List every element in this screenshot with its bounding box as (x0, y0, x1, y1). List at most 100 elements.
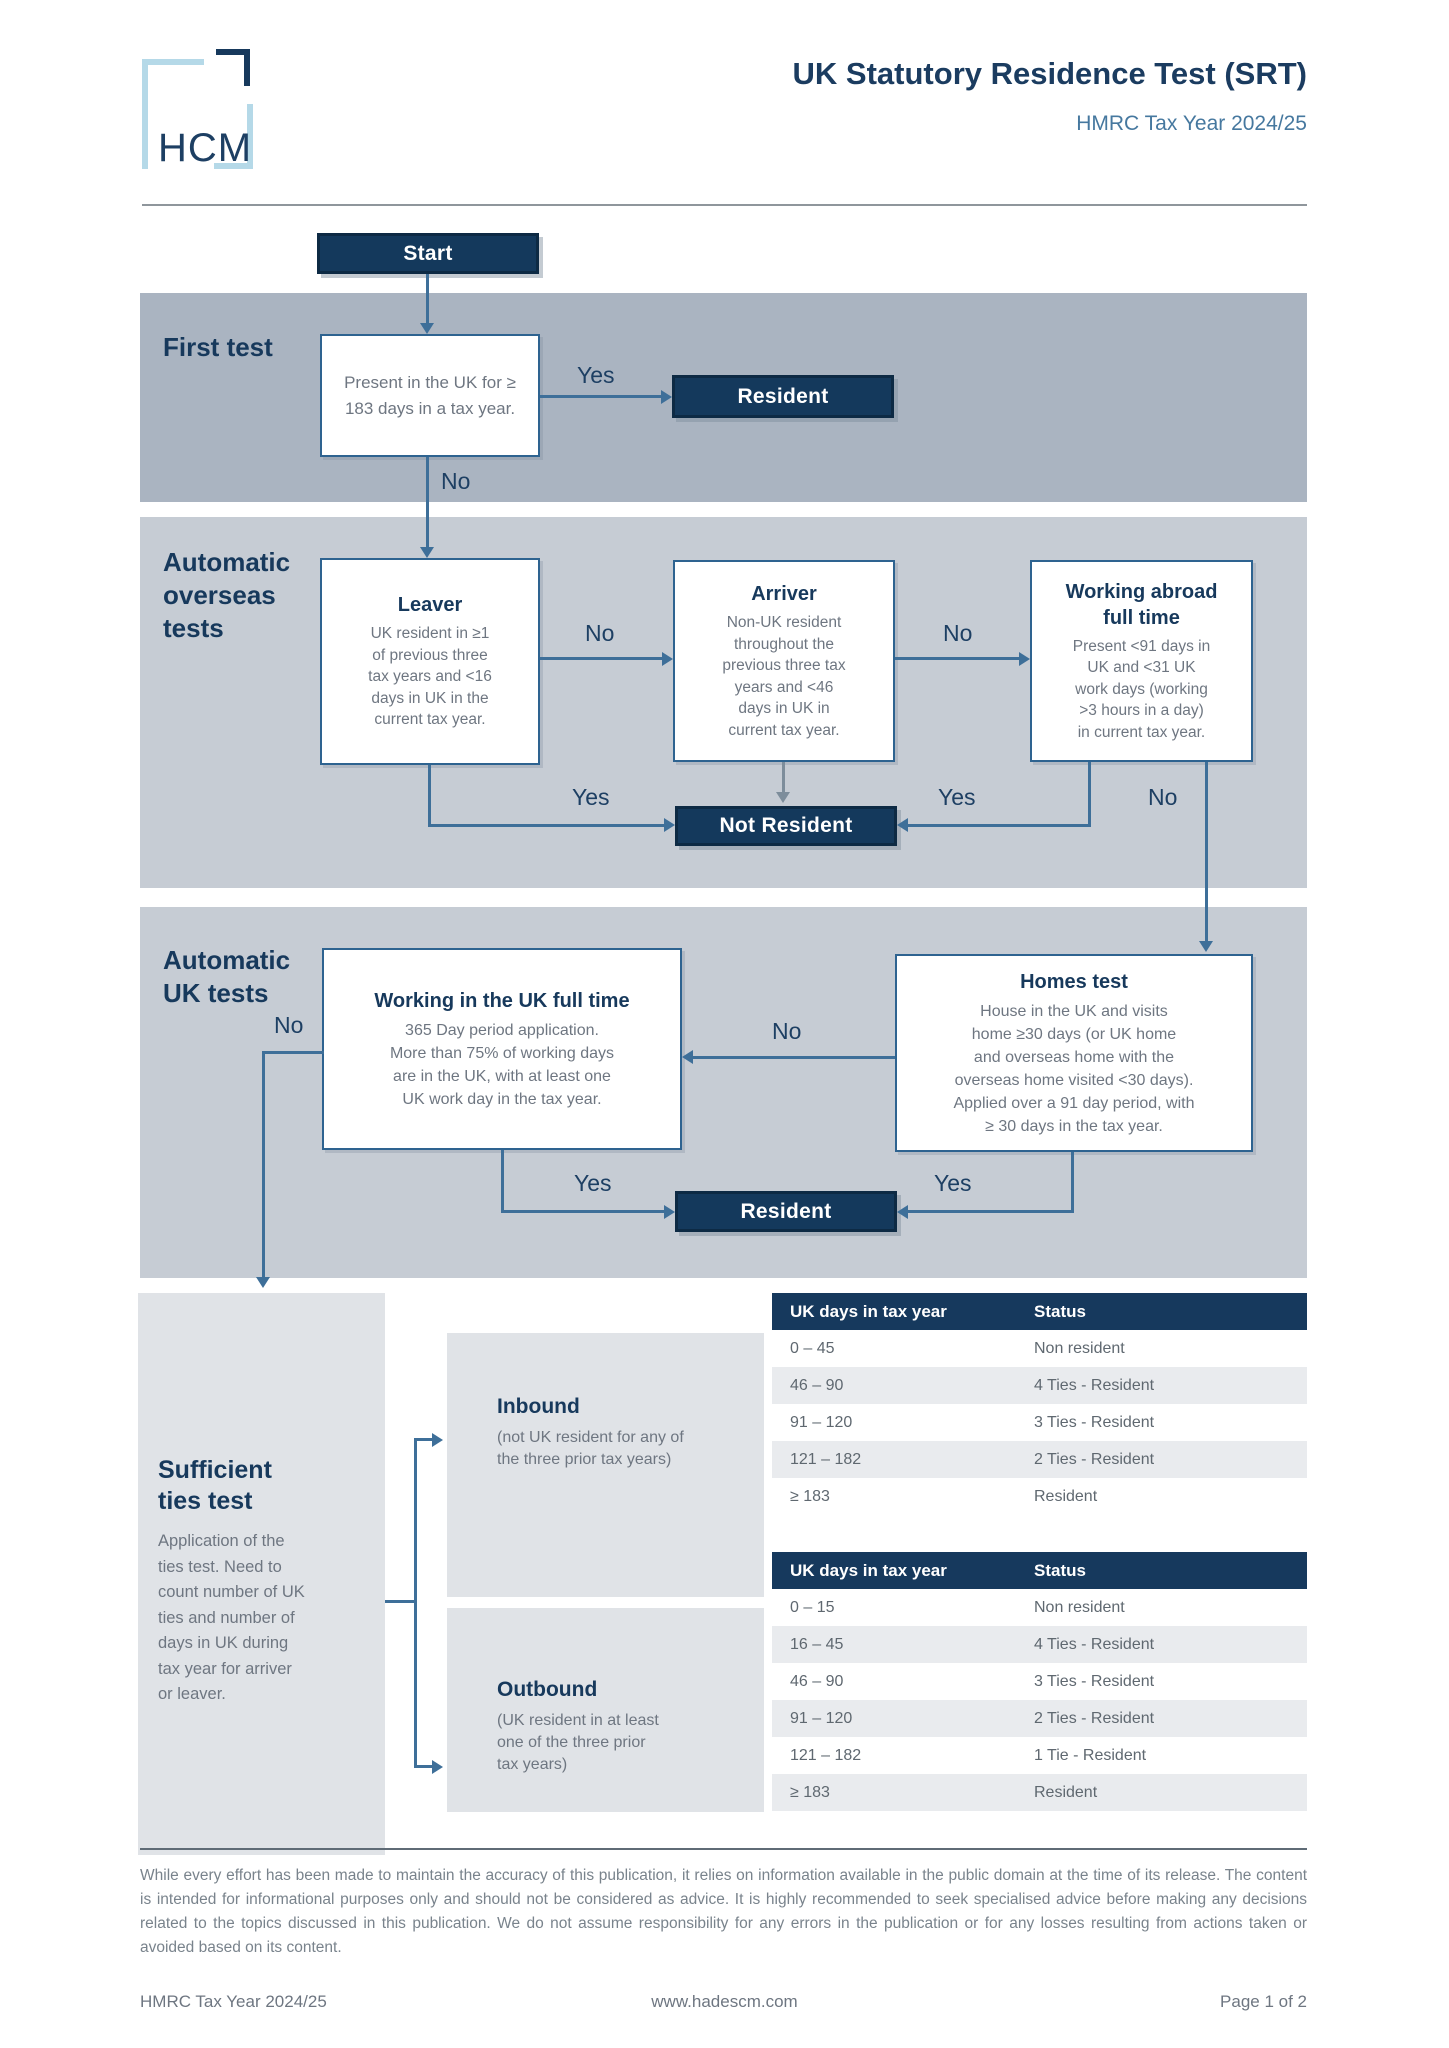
flow-line (428, 765, 431, 827)
flow-line (540, 657, 665, 660)
disclaimer-text: While every effort has been made to main… (140, 1867, 1307, 1956)
not-resident-terminal: Not Resident (675, 806, 897, 846)
flow-line (1088, 762, 1091, 826)
column-header-status: Status (1016, 1552, 1307, 1589)
footer-page-number: Page 1 of 2 (1220, 1992, 1307, 2011)
working-abroad-title: Working abroad full time (1065, 580, 1218, 629)
working-abroad-text: Present <91 days in UK and <31 UK work d… (1072, 637, 1211, 741)
arrowhead-left (682, 1050, 693, 1064)
resident-terminal-mid: Resident (675, 1191, 897, 1232)
arriver-node: Arriver Non-UK resident throughout the p… (673, 560, 895, 762)
sufficient-ties-title: Sufficient ties test (158, 1456, 272, 1515)
page-title: UK Statutory Residence Test (SRT) (792, 56, 1307, 91)
section-label-uk-tests: Automatic UK tests (163, 945, 291, 1008)
table-cell: 91 – 120 (772, 1700, 1016, 1737)
table-cell: ≥ 183 (772, 1478, 1016, 1515)
outbound-box: Outbound (UK resident in at least one of… (447, 1608, 764, 1812)
flow-line (1205, 762, 1208, 943)
arrowhead-down (420, 323, 434, 334)
homes-test-text: House in the UK and visits home ≥30 days… (953, 1002, 1195, 1135)
hcm-logo-icon (142, 49, 253, 169)
edge-label-yes: Yes (577, 362, 615, 388)
present-183-days-text: Present in the UK for ≥ 183 days in a ta… (344, 372, 516, 418)
table-cell: 1 Tie - Resident (1016, 1737, 1307, 1774)
flow-line (895, 657, 1022, 660)
table-cell: 121 – 182 (772, 1441, 1016, 1478)
flow-line (262, 1051, 324, 1054)
column-header-status: Status (1016, 1293, 1307, 1330)
header-divider (142, 204, 1307, 206)
arrowhead-right (662, 652, 673, 666)
arriver-title: Arriver (751, 583, 817, 605)
arrowhead-right (1019, 652, 1030, 666)
table-cell: 0 – 15 (772, 1589, 1016, 1626)
table-cell: 121 – 182 (772, 1737, 1016, 1774)
present-183-days-node: Present in the UK for ≥ 183 days in a ta… (320, 334, 540, 457)
footer-website: www.hadescm.com (651, 1992, 798, 2011)
table-cell: 46 – 90 (772, 1663, 1016, 1700)
column-header-days: UK days in tax year (772, 1293, 1016, 1330)
edge-label-yes: Yes (934, 1170, 972, 1196)
section-label-overseas-tests: Automatic overseas tests (163, 547, 291, 643)
arrowhead-right (432, 1760, 443, 1774)
flow-line (782, 762, 785, 794)
outbound-note: (UK resident in at least one of the thre… (497, 1712, 659, 1773)
arrowhead-right (661, 390, 672, 404)
leaver-title: Leaver (397, 594, 463, 617)
flow-line (414, 1438, 417, 1768)
logo-text: HCM (158, 126, 253, 170)
table-cell: Resident (1016, 1478, 1307, 1515)
table-header-row: UK days in tax year Status (772, 1552, 1307, 1589)
arrowhead-right (664, 1205, 675, 1219)
table-cell: 3 Ties - Resident (1016, 1404, 1307, 1441)
working-in-uk-text: 365 Day period application. More than 75… (389, 1021, 615, 1108)
arrowhead-down (256, 1277, 270, 1288)
edge-label-yes: Yes (938, 784, 976, 810)
sufficient-ties-panel: Sufficient ties test Application of the … (138, 1293, 385, 1855)
flow-line (414, 1765, 436, 1768)
working-abroad-node: Working abroad full time Present <91 day… (1030, 560, 1253, 762)
flow-line (501, 1150, 504, 1212)
edge-label-yes: Yes (574, 1170, 612, 1196)
flow-line (906, 1210, 1074, 1213)
flow-line (385, 1600, 416, 1603)
table-cell: 46 – 90 (772, 1367, 1016, 1404)
inbound-title: Inbound (497, 1395, 580, 1418)
outbound-title: Outbound (497, 1678, 598, 1701)
arriver-text: Non-UK resident throughout the previous … (722, 614, 846, 739)
arrowhead-right (432, 1433, 443, 1447)
working-in-uk-node: Working in the UK full time 365 Day peri… (322, 948, 682, 1150)
working-in-uk-title: Working in the UK full time (374, 989, 630, 1012)
flow-line (906, 824, 1091, 827)
table-cell: 0 – 45 (772, 1330, 1016, 1367)
arrowhead-right (664, 818, 675, 832)
page-subtitle: HMRC Tax Year 2024/25 (1076, 112, 1307, 135)
table-cell: ≥ 183 (772, 1774, 1016, 1811)
leaver-node: Leaver UK resident in ≥1 of previous thr… (320, 558, 540, 765)
table-cell: Resident (1016, 1774, 1307, 1811)
arrowhead-down (420, 547, 434, 558)
inbound-box: Inbound (not UK resident for any of the … (447, 1333, 764, 1597)
table-cell: 4 Ties - Resident (1016, 1367, 1307, 1404)
table-cell: 16 – 45 (772, 1626, 1016, 1663)
edge-label-no: No (441, 468, 471, 494)
section-label-first-test: First test (163, 332, 273, 362)
flow-line (426, 274, 429, 326)
flow-line (1071, 1152, 1074, 1212)
table-cell: 4 Ties - Resident (1016, 1626, 1307, 1663)
homes-test-title: Homes test (1020, 970, 1128, 993)
table-cell: 3 Ties - Resident (1016, 1663, 1307, 1700)
start-node: Start (317, 233, 539, 274)
table-cell: Non resident (1016, 1330, 1307, 1367)
